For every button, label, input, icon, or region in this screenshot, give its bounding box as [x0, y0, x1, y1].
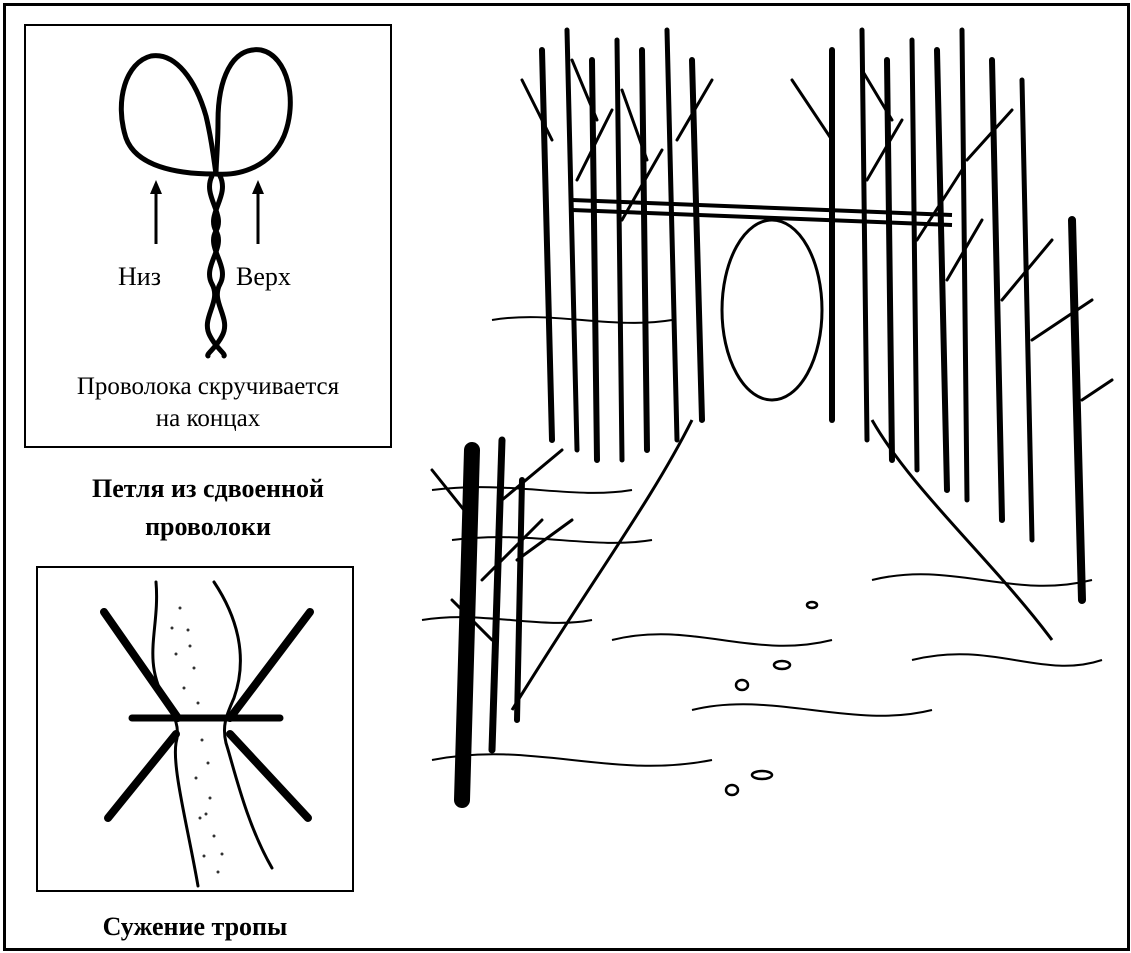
label-bottom: Низ [118, 264, 161, 290]
loop-title-line1: Петля из сдвоенной [24, 470, 392, 508]
trail-narrowing-icon [38, 568, 352, 890]
double-wire-loop-icon [26, 26, 390, 366]
up-arrow-icon [150, 180, 162, 244]
up-arrow-icon [252, 180, 264, 244]
trail-narrowing-panel [36, 566, 354, 892]
loop-title-line2: проволоки [24, 508, 392, 546]
snare-fence-illustration [392, 20, 1114, 810]
loop-caption-line2: на концах [26, 404, 390, 434]
narrow-title: Сужение тропы [36, 908, 354, 946]
loop-title: Петля из сдвоенной проволоки [24, 470, 392, 546]
label-top: Верх [236, 264, 291, 290]
double-wire-loop-panel: Низ Верх Проволока скручивается на конца… [24, 24, 392, 448]
loop-caption-line1: Проволока скручивается [26, 372, 390, 402]
